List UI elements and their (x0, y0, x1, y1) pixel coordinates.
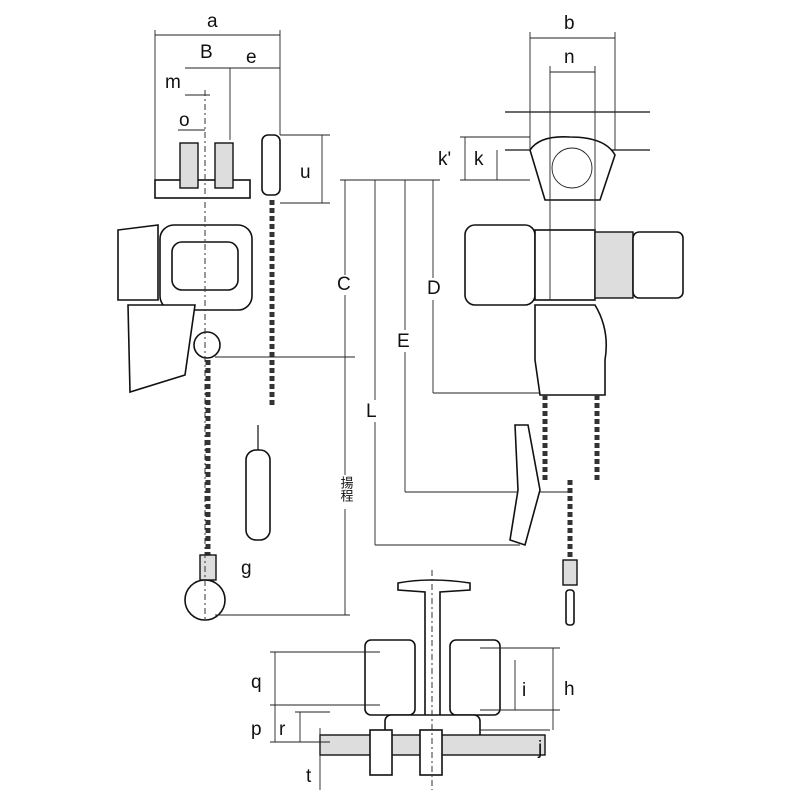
motor-end-cover (632, 231, 684, 299)
chain-bucket (127, 304, 196, 394)
trolley-wheel-front (529, 135, 616, 201)
control-box (117, 224, 159, 301)
height-dimensions: C L E D 揚程 (215, 179, 575, 616)
label-a: a (207, 11, 218, 32)
label-L: L (366, 401, 377, 422)
label-u: u (300, 162, 311, 183)
trolley-wheel-bottom-right (419, 729, 443, 776)
pendant-switch (245, 449, 271, 541)
label-m: m (165, 72, 181, 93)
label-i: i (522, 680, 526, 701)
label-r: r (279, 719, 286, 740)
pendant-switch-front (509, 424, 541, 547)
hoist-frame (534, 229, 596, 301)
label-n: n (564, 47, 575, 68)
motor (594, 231, 634, 299)
chain-container (534, 304, 608, 396)
side-dimensions: a B e m o u g (154, 11, 330, 579)
label-k: k (474, 149, 484, 170)
label-o: o (179, 110, 190, 131)
trolley-dimensions: q p r t i h j (251, 647, 575, 790)
label-g: g (241, 558, 252, 579)
label-k-prime: k' (438, 149, 451, 170)
label-h: h (564, 679, 575, 700)
hook-block-front (562, 559, 578, 586)
label-D: D (427, 278, 441, 299)
gear-case (464, 224, 536, 306)
trolley-side-plate-left (364, 639, 416, 716)
side-view-hoist (117, 90, 281, 621)
label-e: e (246, 47, 257, 68)
trolley-frame (154, 179, 251, 199)
label-B: B (200, 42, 213, 63)
front-view-hoist (464, 111, 684, 626)
bottom-hook-front (565, 589, 575, 626)
trolley-side-plate-right (449, 639, 501, 716)
label-p: p (251, 719, 262, 740)
label-E: E (397, 331, 410, 352)
label-q: q (251, 672, 262, 693)
label-C: C (337, 274, 351, 295)
front-dimensions: b n k' k (438, 13, 616, 300)
trolley-wheel-left (179, 142, 199, 189)
upper-hook (193, 331, 221, 359)
label-j: j (537, 738, 542, 759)
trolley-view (319, 570, 546, 790)
hand-wheel (261, 134, 281, 196)
label-lift-height: 揚程 (338, 475, 354, 503)
trolley-wheel-bottom-left (369, 729, 393, 776)
trolley-wheel-right (214, 142, 234, 189)
label-b: b (564, 13, 575, 34)
hook-block (199, 554, 217, 581)
label-t: t (306, 766, 312, 787)
